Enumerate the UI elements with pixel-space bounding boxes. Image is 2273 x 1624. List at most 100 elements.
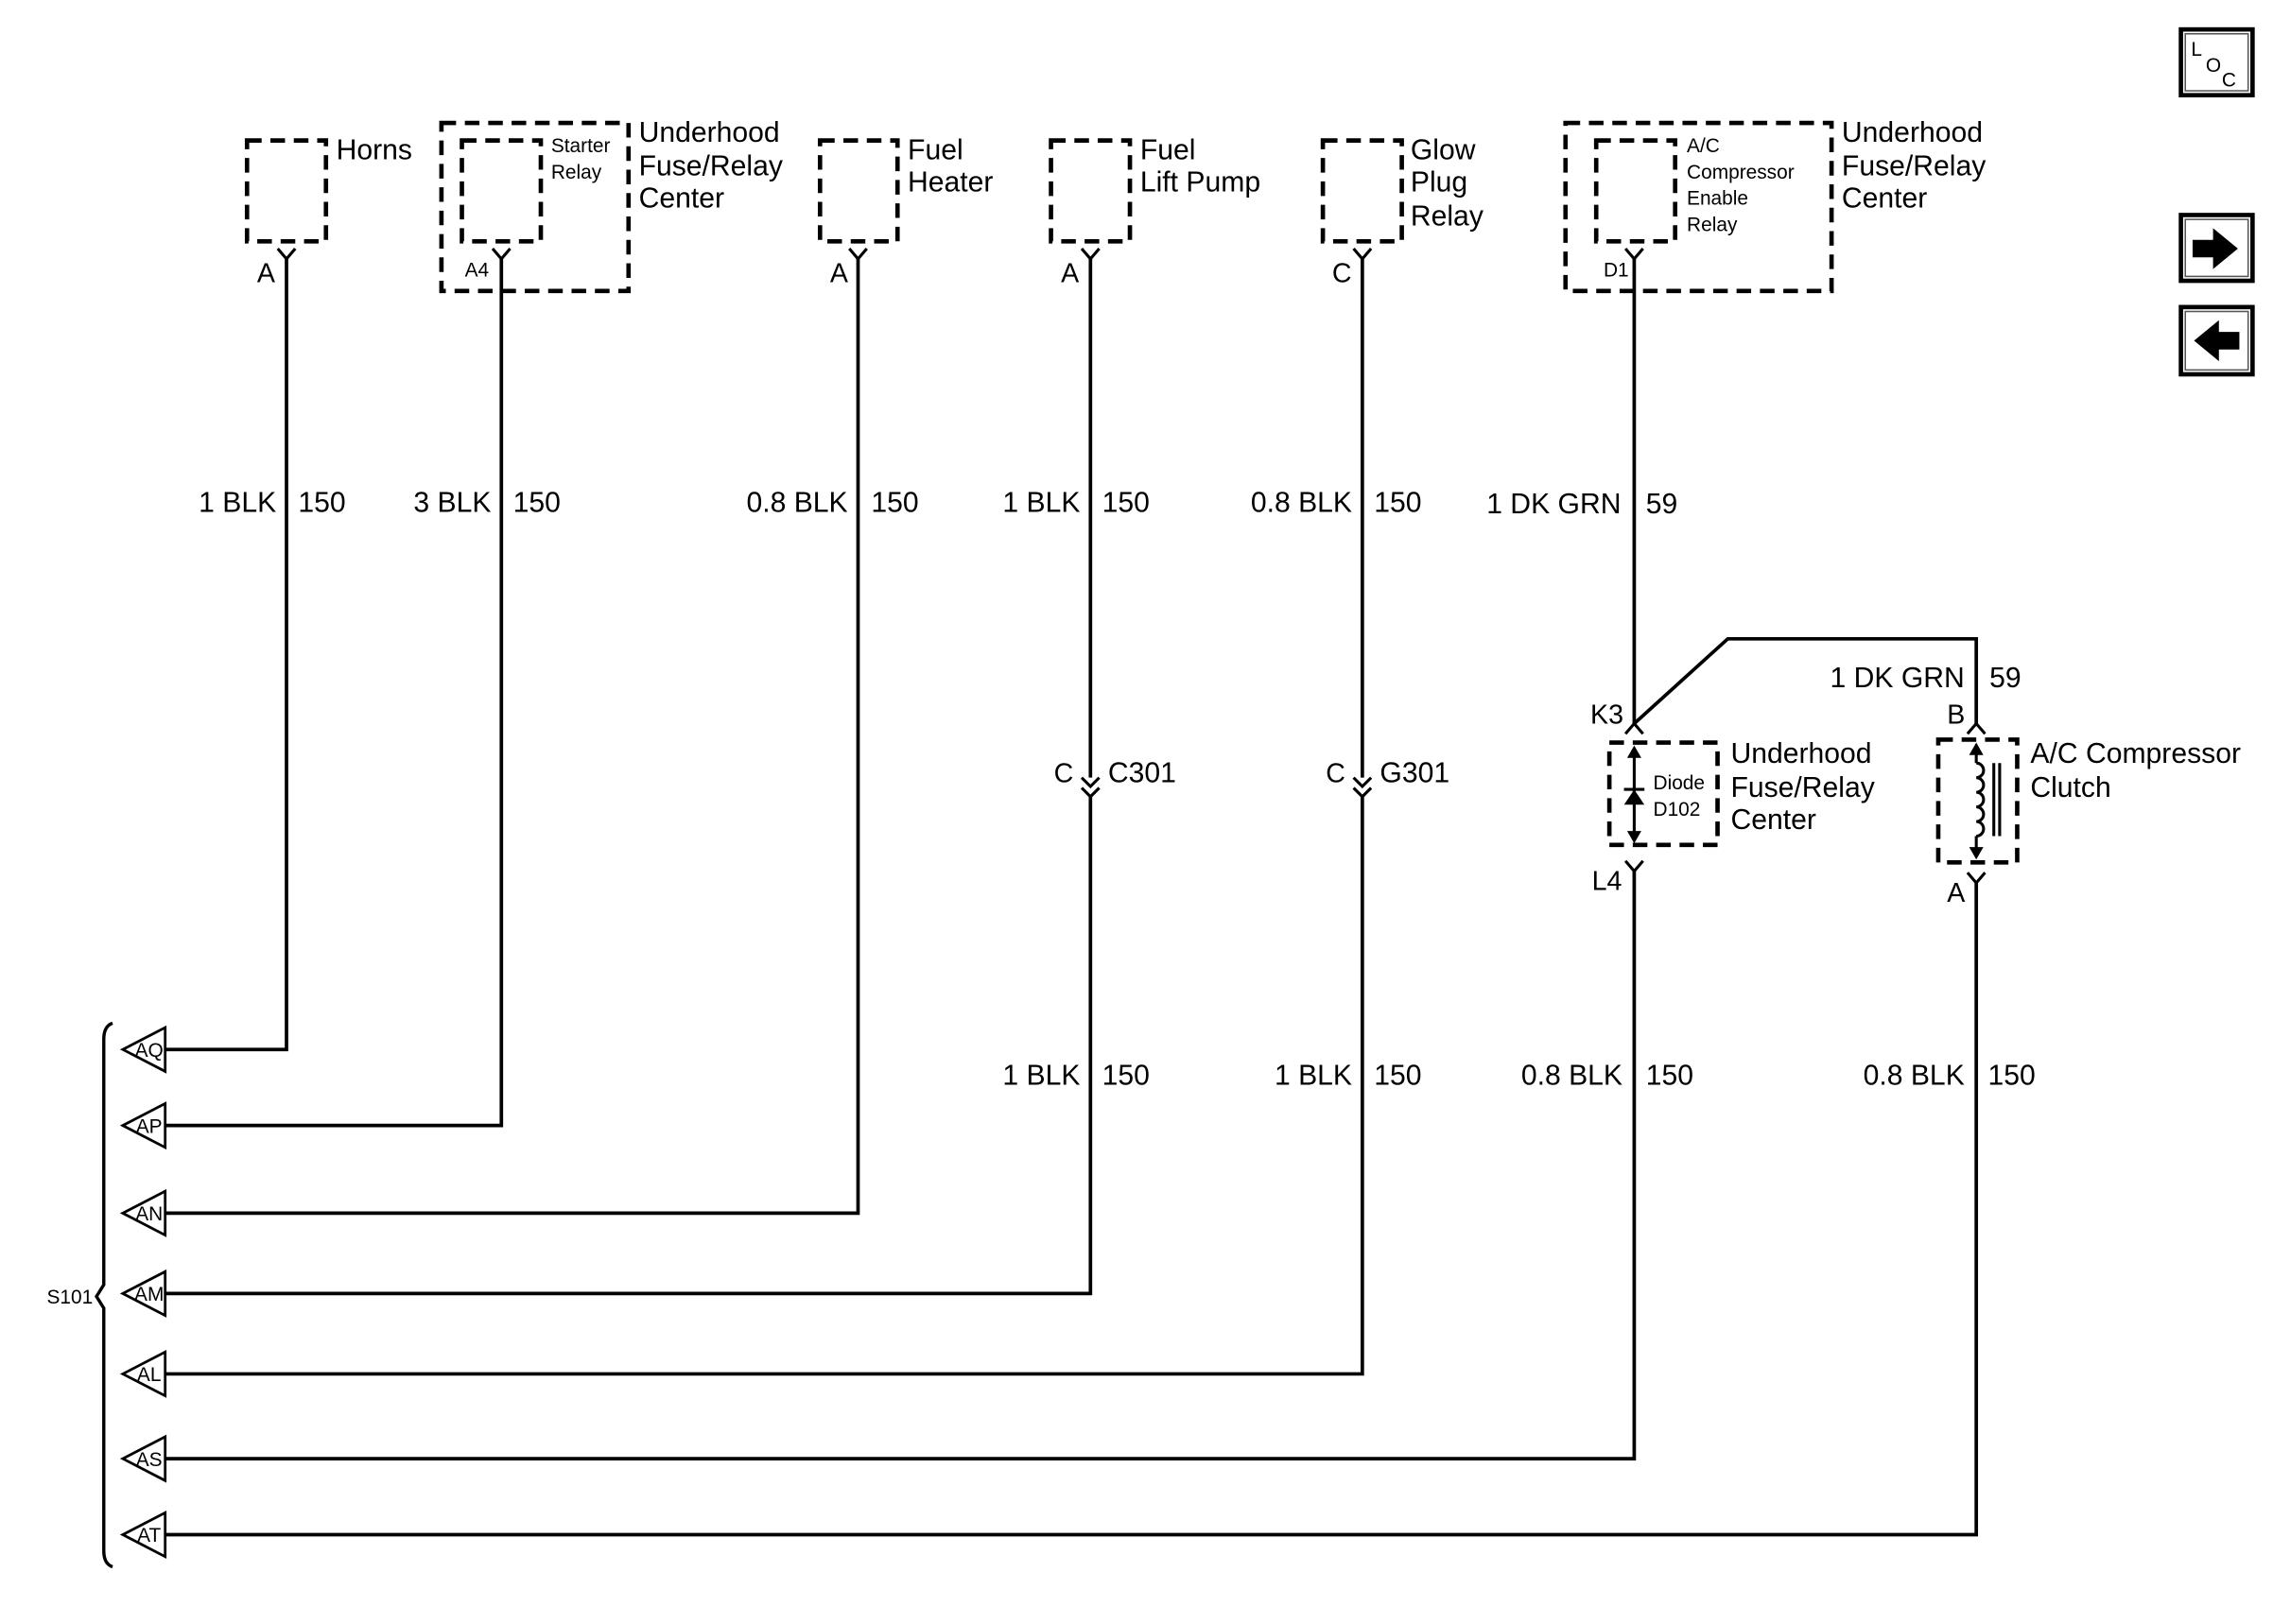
diode-d102-component: K3 Diode D102 Underhood Fuse/Relay Cente…	[1590, 700, 1875, 896]
jumper-gauge-color: 1 DK GRN	[1831, 663, 1965, 694]
ac-clutch-coil-symbol	[1969, 742, 2002, 860]
fuel-lift-pump-label-line2: Lift Pump	[1140, 167, 1260, 199]
diode-pin-top-label: K3	[1590, 700, 1623, 730]
horns-pin-connector	[276, 248, 297, 262]
splice-label: S101	[46, 1287, 93, 1308]
loc-icon-letter-l: L	[2191, 39, 2202, 60]
wire-diode-s101-gauge-color: 0.8 BLK	[1521, 1060, 1622, 1091]
splice-pin-ap: AP	[119, 1101, 167, 1150]
ac-relay-pin-label: D1	[1604, 259, 1629, 281]
splice-s101: S101 AQ AP AN AM AL AS AT	[46, 1021, 167, 1569]
coil-winding	[1975, 761, 1986, 838]
wire-clutch-to-at	[165, 882, 1979, 1537]
ac-clutch-pin-bottom-connector	[1966, 872, 1987, 886]
glow-plug-relay-box	[1320, 138, 1404, 244]
ac-relay-label-line2: Compressor	[1687, 162, 1795, 183]
ac-clutch-label-line1: A/C Compressor	[2030, 738, 2241, 769]
fuel-heater-label-line1: Fuel	[908, 135, 963, 166]
starter-relay-label-line1: Starter	[551, 135, 611, 157]
splice-pin-aq-terminal	[119, 1025, 167, 1074]
horns-pin-label: A	[257, 259, 276, 289]
wire-diode-s101-circuit: 150	[1646, 1060, 1693, 1091]
wire-fuel-heater-circuit: 150	[871, 487, 918, 518]
locator-button[interactable]: L O C	[2178, 26, 2255, 98]
diode-symbol-arrow-bottom	[1626, 831, 1641, 844]
loc-icon: L O C	[2191, 39, 2236, 91]
splice-pin-at-terminal	[119, 1511, 167, 1559]
wire-horns-gauge-color: 1 BLK	[199, 487, 276, 518]
locator-button-frame[interactable]	[2178, 26, 2255, 98]
glow-plug-relay-pin-connector	[1352, 248, 1373, 262]
g301-chevron-symbol	[1352, 776, 1373, 799]
splice-pin-am-terminal	[119, 1269, 167, 1318]
g301-pin-label: C	[1326, 758, 1345, 788]
wire-fuel-heater-gauge-color: 0.8 BLK	[746, 487, 847, 518]
wire-c301-to-am	[165, 796, 1093, 1296]
loc-icon-letter-o: O	[2206, 55, 2221, 77]
fuel-heater-box	[817, 138, 900, 244]
ac-clutch-feed-jumper: 1 DK GRN 59	[1633, 636, 2021, 725]
wire-starter-gauge-color: 3 BLK	[413, 487, 491, 518]
starter-relay-label-line2: Relay	[551, 162, 602, 183]
inline-connector-c301: C C301	[1054, 757, 1176, 799]
wire-fuel-lift-pump-circuit: 150	[1102, 487, 1150, 518]
inline-connector-g301: C G301	[1326, 757, 1449, 799]
wire-starter-to-ap	[165, 258, 504, 1128]
glow-plug-relay-label-line3: Relay	[1411, 200, 1484, 232]
g301-label: G301	[1379, 757, 1449, 788]
wire-fuel-lift-pump-gauge-color: 1 BLK	[1002, 487, 1080, 518]
splice-pin-al-label: AL	[137, 1364, 162, 1386]
fuel-heater-component: Fuel Heater A	[817, 135, 993, 289]
wire-starter-circuit: 150	[513, 487, 561, 518]
underhood-left-label-line2: Fuse/Relay	[639, 151, 783, 182]
splice-pin-as-label: AS	[136, 1449, 163, 1471]
diode-pin-bottom-label: L4	[1592, 867, 1622, 897]
c301-pin-label: C	[1054, 758, 1074, 788]
splice-pin-aq: AQ	[119, 1025, 167, 1074]
diode-center-label-line1: Underhood	[1730, 738, 1871, 769]
ac-compressor-enable-relay-box	[1593, 138, 1678, 244]
ground-wires	[165, 258, 1979, 1537]
underhood-right-label-line2: Fuse/Relay	[1842, 151, 1986, 182]
fuel-lift-pump-component: Fuel Lift Pump A	[1049, 135, 1260, 289]
splice-pin-as-terminal	[119, 1434, 167, 1483]
locator-button-bevel	[2184, 32, 2249, 92]
wire-glow-plug-gauge-color: 0.8 BLK	[1251, 487, 1352, 518]
wire-glow-plug-circuit: 150	[1374, 487, 1421, 518]
ac-compressor-clutch-component: B A/C Compressor Clutch A	[1935, 700, 2241, 908]
fuel-lift-pump-label-line1: Fuel	[1140, 135, 1196, 166]
underhood-left-label-line3: Center	[639, 183, 724, 215]
loc-icon-letter-c: C	[2222, 69, 2236, 91]
splice-pin-an-label: AN	[135, 1203, 163, 1225]
wire-ac-relay-circuit: 59	[1646, 489, 1678, 520]
glow-plug-relay-label-line1: Glow	[1411, 135, 1476, 166]
previous-page-button[interactable]	[2178, 304, 2255, 377]
fuel-lift-pump-pin-label: A	[1061, 259, 1080, 289]
starter-relay-box	[460, 138, 544, 244]
horns-box	[244, 138, 329, 244]
splice-pin-ap-label: AP	[136, 1115, 163, 1137]
diode-symbol-arrow-top	[1626, 745, 1641, 758]
glow-plug-relay-pin-label: C	[1332, 259, 1352, 289]
next-page-button[interactable]	[2178, 213, 2255, 284]
diode-pin-bottom-connector	[1623, 859, 1644, 873]
diode-box	[1606, 740, 1720, 848]
wire-c301-s101-circuit: 150	[1102, 1060, 1150, 1091]
upper-wire-labels: 1 BLK 150 3 BLK 150 0.8 BLK 150 1 BLK 15…	[199, 487, 1677, 520]
right-arrow-icon	[2192, 228, 2238, 269]
splice-bracket	[95, 1021, 113, 1569]
splice-pin-ap-terminal	[119, 1101, 167, 1150]
underhood-right-label-line3: Center	[1842, 183, 1927, 215]
wire-fuel-heater-to-an	[165, 258, 860, 1216]
ac-clutch-pin-top-label: B	[1947, 700, 1965, 730]
previous-page-button-bevel	[2184, 310, 2249, 371]
wire-g301-to-al	[165, 796, 1364, 1376]
underhood-right-outer-box	[1563, 120, 1834, 294]
ac-clutch-pin-top-connector	[1966, 721, 1987, 735]
ac-relay-label-line1: A/C	[1687, 135, 1720, 157]
underhood-right-label-line1: Underhood	[1842, 117, 1983, 148]
underhood-fuse-relay-center-left: Starter Relay Underhood Fuse/Relay Cente…	[439, 117, 783, 294]
ac-relay-label-line4: Relay	[1687, 214, 1738, 235]
coil-arrow-top	[1969, 742, 1984, 755]
diode-center-label-line2: Fuse/Relay	[1730, 772, 1874, 803]
